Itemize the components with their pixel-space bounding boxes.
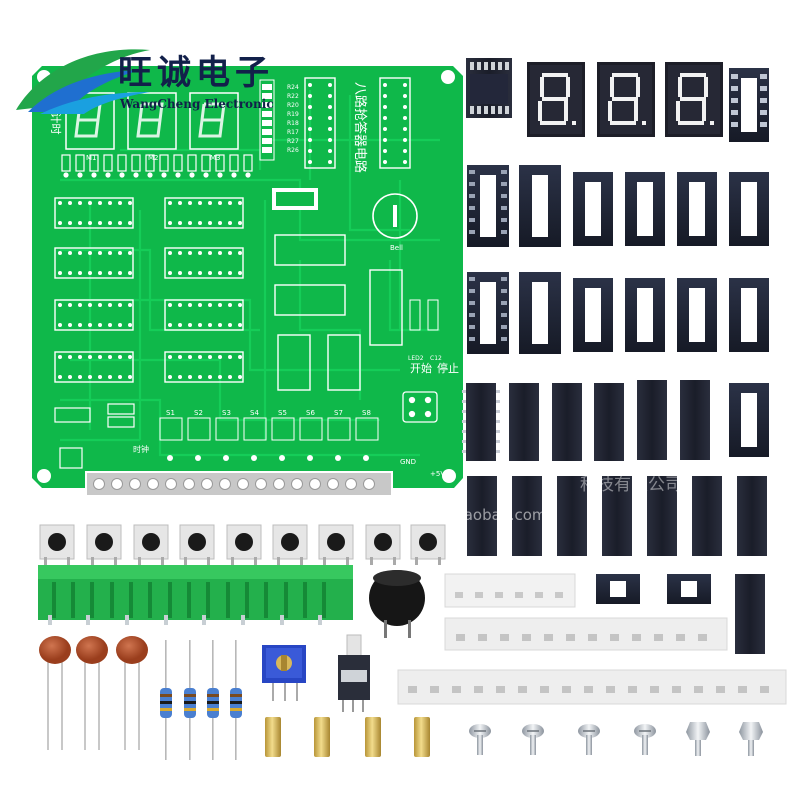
segment-footprint-labels: M1 M2 M3	[86, 154, 221, 162]
svg-text:S3: S3	[222, 409, 231, 417]
switch-footprint	[402, 391, 438, 423]
self-lock-switch	[338, 634, 370, 712]
small-socket	[596, 574, 711, 604]
brand-name-cn: 旺诚电子	[118, 53, 274, 93]
ceramic-capacitor	[39, 636, 71, 750]
svg-text:M3: M3	[210, 154, 221, 162]
svg-text:S8: S8	[362, 409, 371, 417]
svg-text:R27: R27	[287, 138, 299, 145]
led-pads: LED2 C12	[408, 299, 442, 362]
potentiometer	[262, 645, 306, 701]
svg-text:S4: S4	[250, 409, 259, 417]
stop-label: 停止	[437, 361, 459, 375]
seven-segment-outline	[74, 102, 226, 138]
clock-label: 时钟	[133, 444, 149, 454]
ceramic-capacitor	[76, 636, 108, 750]
dip-ic-row	[467, 476, 767, 556]
svg-text:R22: R22	[287, 93, 299, 100]
resistor-stack	[259, 79, 275, 161]
svg-text:C12: C12	[430, 355, 442, 362]
brand-name-en: WangCheng Electronic	[119, 97, 274, 111]
bell-footprint: Bell	[372, 193, 418, 252]
svg-text:R26: R26	[287, 147, 299, 154]
seven-segment-display	[597, 62, 655, 137]
vcc-label: +5V	[430, 470, 445, 478]
resistor-stack-labels: R24 R22 R20 R19 R18 R17 R27 R26	[287, 84, 299, 154]
resistor-pad-row	[63, 172, 251, 178]
smd-ic	[466, 58, 512, 118]
svg-text:R20: R20	[287, 102, 299, 109]
watermark-company: 科技有限公司	[580, 475, 682, 495]
svg-text:S6: S6	[306, 409, 315, 417]
board-title: 八路抢答器电路	[352, 82, 368, 173]
watermark-url: https://www.wangcheng868.taobao.com	[244, 506, 547, 524]
seven-segment-footprint	[65, 92, 239, 150]
resistor	[160, 640, 172, 760]
brass-spacer	[265, 717, 430, 757]
svg-text:S1: S1	[166, 409, 175, 417]
svg-text:S7: S7	[334, 409, 343, 417]
smd-tape-strip	[444, 573, 576, 608]
svg-text:R18: R18	[287, 120, 299, 127]
svg-text:R24: R24	[287, 84, 299, 91]
svg-text:M1: M1	[86, 154, 97, 162]
terminal-block	[38, 565, 353, 625]
terminal-pad-strip	[85, 471, 393, 497]
svg-text:S2: S2	[194, 409, 203, 417]
pcb-board: 倒计时 M1 M2 M3 R24	[32, 66, 463, 497]
switch-row-labels: S1 S2 S3 S4 S5 S6 S7 S8	[166, 409, 371, 417]
brand-logo-swoosh	[16, 49, 150, 114]
svg-text:S5: S5	[278, 409, 287, 417]
smd-tape-strip	[444, 617, 728, 651]
seven-segment-display	[665, 62, 723, 137]
ic-socket-grid	[467, 165, 769, 354]
svg-text:LED2: LED2	[408, 355, 424, 362]
screw	[469, 722, 763, 756]
left-small-footprints	[54, 403, 135, 469]
led-pad-row	[167, 455, 369, 461]
ceramic-capacitor	[116, 636, 148, 750]
push-button-row	[39, 524, 446, 565]
resistor	[207, 640, 219, 760]
svg-text:Bell: Bell	[390, 244, 403, 252]
ic-pads	[58, 83, 407, 379]
buzzer	[369, 570, 425, 638]
switch-row	[159, 417, 379, 441]
smd-tape-strip	[397, 669, 787, 705]
gnd-label: GND	[400, 458, 416, 466]
seven-segment-display	[527, 62, 585, 137]
resistor	[230, 640, 242, 760]
dip-ic-row	[462, 380, 769, 461]
ic-footprints	[54, 77, 411, 391]
resistor	[184, 640, 196, 760]
resistor-row-outlines	[61, 154, 253, 172]
svg-text:R17: R17	[287, 129, 299, 136]
dip-ic-single	[735, 574, 765, 654]
svg-text:R19: R19	[287, 111, 299, 118]
ic-socket	[729, 68, 769, 142]
svg-text:M2: M2	[148, 154, 159, 162]
smd-footprint	[272, 188, 318, 210]
start-label: 开始	[410, 361, 432, 375]
